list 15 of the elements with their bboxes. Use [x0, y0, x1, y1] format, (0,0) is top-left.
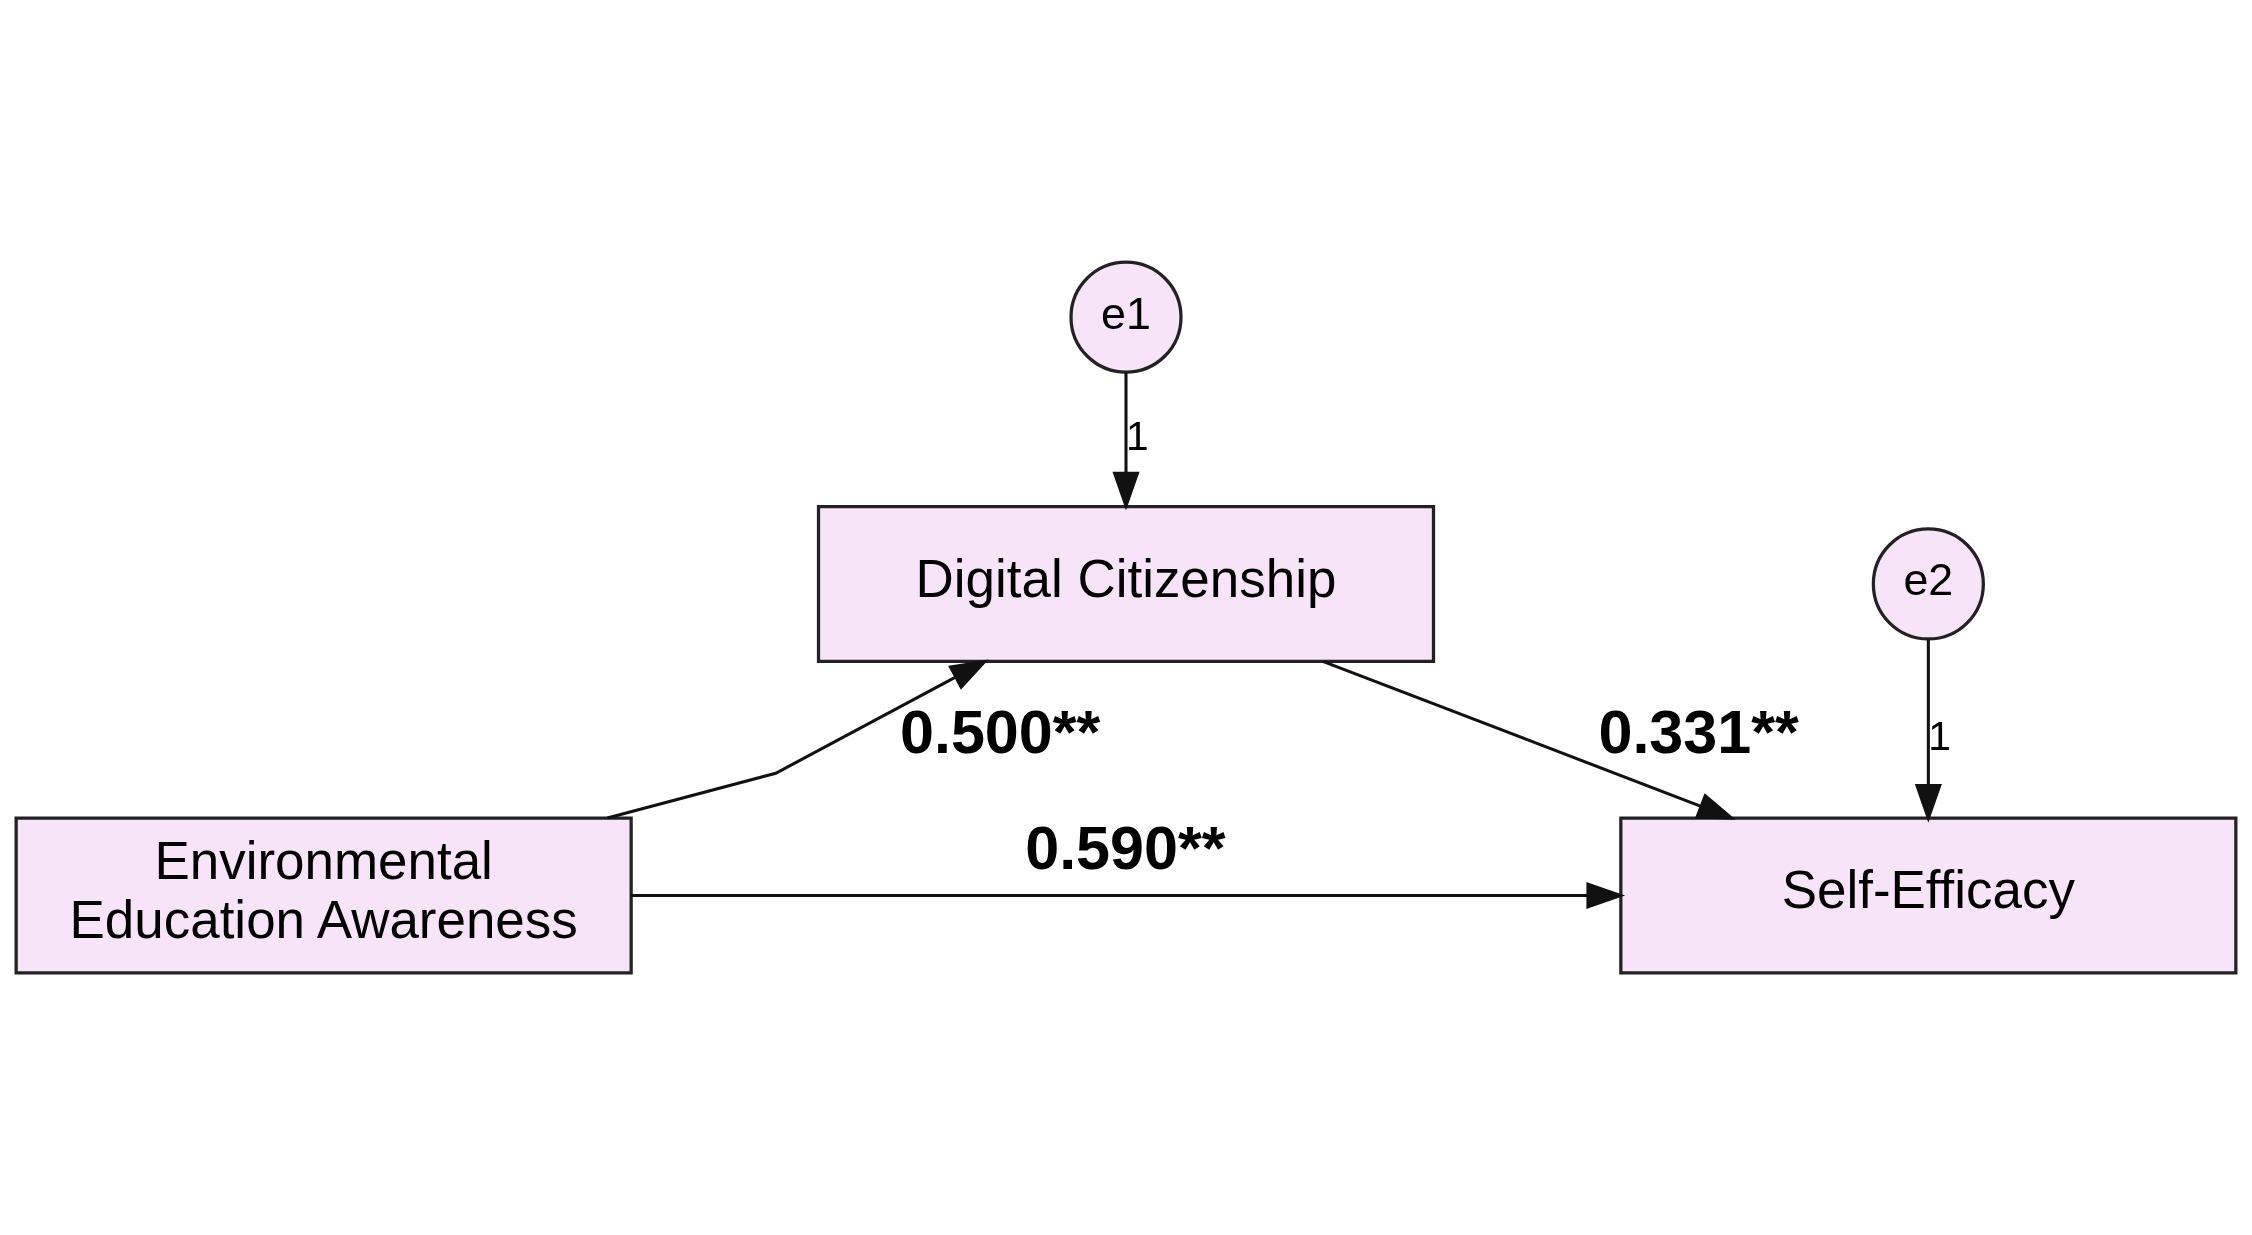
arrow [607, 659, 989, 820]
edge-label: 1 [1126, 412, 1149, 459]
arrow [1914, 639, 1942, 823]
node-circle: e1 [1069, 260, 1183, 374]
node-box: Environmental Education Awareness [14, 816, 633, 975]
node-circle: e2 [1871, 527, 1985, 641]
edge-label: 0.590** [1025, 814, 1226, 882]
node-box: Self-Efficacy [1619, 816, 2238, 975]
arrow [1322, 659, 1736, 820]
arrow [1112, 372, 1140, 511]
edge-label: 0.500** [899, 697, 1101, 766]
arrow [631, 881, 1626, 909]
edge-label: 0.331** [1598, 697, 1799, 766]
edge-label: 1 [1928, 712, 1951, 759]
node-box: Digital Citizenship [816, 504, 1436, 663]
